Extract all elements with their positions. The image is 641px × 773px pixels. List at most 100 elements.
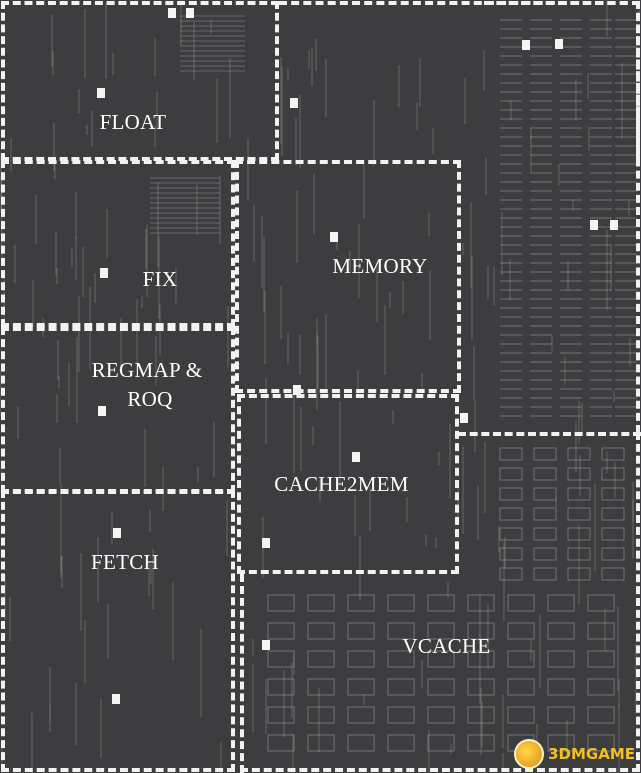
vcache-cell [387, 622, 415, 640]
vcache-left-edge [240, 574, 244, 773]
vcache-cell [347, 706, 375, 724]
fix-block [1, 160, 235, 327]
vcache-cell [533, 447, 557, 461]
vcache-cell [307, 650, 335, 668]
watermark: 3DMGAME [514, 739, 635, 769]
vcache-cell [601, 567, 625, 581]
vcache-cell [347, 734, 375, 752]
vcache-cell [267, 622, 295, 640]
vcache-cell [347, 622, 375, 640]
vcache-cell [499, 487, 523, 501]
vcache-cell [307, 706, 335, 724]
fetch-label: FETCH [90, 550, 159, 574]
vcache-cell [601, 547, 625, 561]
vcache-cell [507, 650, 535, 668]
vcache-cell [533, 467, 557, 481]
contact-pad [113, 528, 121, 538]
vcache-cell [499, 527, 523, 541]
vcache-cell [547, 678, 575, 696]
contact-pad [97, 88, 105, 98]
memory-label: MEMORY [332, 254, 428, 278]
vcache-cell [427, 622, 455, 640]
vcache-cell [387, 594, 415, 612]
vcache-cell [507, 706, 535, 724]
contact-pad [460, 413, 468, 423]
vcache-cell [267, 594, 295, 612]
vcache-cell [387, 678, 415, 696]
vcache-cell [267, 706, 295, 724]
vcache-cell [427, 734, 455, 752]
contact-pad [262, 640, 270, 650]
contact-pad [100, 268, 108, 278]
fix-label: FIX [142, 267, 178, 291]
contact-pad [290, 98, 298, 108]
memory-block [235, 160, 461, 393]
vcache-cell [567, 447, 591, 461]
watermark-logo-icon [514, 739, 545, 769]
fetch-block [1, 490, 235, 772]
vcache-cell [467, 594, 495, 612]
vcache-cell [547, 622, 575, 640]
contact-pad [590, 220, 598, 230]
vcache-cell [587, 678, 615, 696]
cache2mem-block [237, 394, 459, 574]
vcache-cell [533, 547, 557, 561]
vcache-cell [387, 734, 415, 752]
vcache-cell [533, 507, 557, 521]
vcache-block [240, 432, 640, 772]
vcache-cell [507, 594, 535, 612]
vcache-cell [467, 734, 495, 752]
vcache-cell [427, 594, 455, 612]
right-column-edge [484, 1, 640, 433]
vcache-cell [507, 678, 535, 696]
contact-pad [112, 694, 120, 704]
vcache-cell [499, 467, 523, 481]
vcache-cell [547, 594, 575, 612]
vcache-cell [427, 650, 455, 668]
vcache-cell [347, 594, 375, 612]
vcache-cell [347, 678, 375, 696]
contact-pad [555, 39, 563, 49]
regmap-label-line1: REGMAP & [91, 358, 203, 382]
vcache-cell [587, 706, 615, 724]
vcache-cell [587, 734, 615, 752]
vcache-cell [467, 622, 495, 640]
vcache-cell [347, 650, 375, 668]
vcache-cell [499, 507, 523, 521]
vcache-cell [567, 527, 591, 541]
float-label: FLOAT [99, 110, 167, 134]
vcache-cell [533, 527, 557, 541]
vcache-cell [547, 734, 575, 752]
vcache-cell [467, 678, 495, 696]
vcache-cell [499, 567, 523, 581]
vcache-cell [567, 487, 591, 501]
vcache-cell [567, 547, 591, 561]
contact-pad [186, 8, 194, 18]
watermark-text: 3DMGAME [548, 745, 635, 763]
cache2mem-label: CACHE2MEM [274, 472, 409, 496]
vcache-cell [587, 622, 615, 640]
regmap-label-line2: ROQ [127, 387, 173, 411]
vcache-cell [267, 734, 295, 752]
float-block [1, 1, 279, 161]
vcache-cell [427, 678, 455, 696]
vcache-cell [307, 622, 335, 640]
vcache-cell [601, 487, 625, 501]
vcache-cell [307, 678, 335, 696]
vcache-cell [567, 507, 591, 521]
vcache-cell [601, 507, 625, 521]
contact-pad [610, 220, 618, 230]
vcache-label: VCACHE [402, 634, 491, 658]
vcache-cell [567, 567, 591, 581]
vcache-cell [547, 706, 575, 724]
contact-pad [352, 452, 360, 462]
vcache-cell [601, 527, 625, 541]
vcache-cell [387, 650, 415, 668]
vcache-cell [587, 594, 615, 612]
vcache-cell [587, 650, 615, 668]
vcache-cell [547, 650, 575, 668]
vcache-cell [601, 467, 625, 481]
vcache-cell [533, 487, 557, 501]
